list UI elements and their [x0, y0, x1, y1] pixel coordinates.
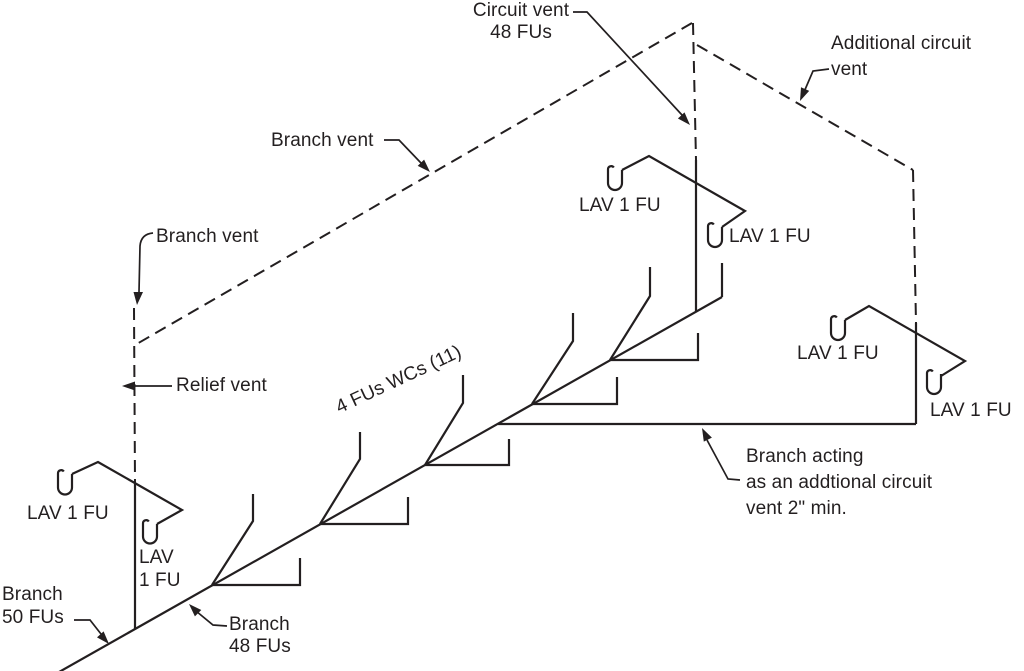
lav-right-lower-label: LAV 1 FU [930, 400, 1012, 421]
relief-vent-arrowhead [122, 381, 135, 391]
lav-right-roof-line [844, 304, 968, 377]
branch-vent-lower-arrowhead [133, 292, 143, 305]
branch-vent-upper-arrowhead [417, 159, 430, 172]
wc-riser-1 [211, 494, 255, 586]
circuit-vent-dashed-line [692, 22, 697, 161]
branch-vent-dashed-line [134, 22, 693, 346]
trap-left-lower-icon [141, 519, 159, 545]
circuit-vent-leader [573, 11, 683, 116]
arrowheads [97, 87, 810, 644]
lav-mid-lower-label: LAV 1 FU [729, 226, 811, 247]
lav-left-roof-line [71, 460, 185, 525]
trap-mid-upper-icon [606, 165, 624, 192]
branch-50-leader [74, 619, 102, 635]
branch-vent-upper-leader [384, 139, 422, 164]
trap-mid-lower-icon [706, 222, 724, 249]
relief-vent-dashed-line [133, 307, 136, 484]
branch-acting-leader [706, 439, 741, 481]
solid-piping [56, 154, 968, 671]
lav-mid-roof-line [621, 154, 748, 228]
branch-48-fus-label: Branch 48 FUs [229, 614, 291, 657]
wc-fixture-3 [425, 439, 511, 467]
branch-vent-lower-leader [138, 232, 154, 293]
trap-right-upper-icon [829, 315, 847, 342]
circuit-vent-arrowhead [677, 112, 690, 125]
wc-riser-2 [319, 432, 362, 525]
additional-circuit-vent-arrowhead [800, 87, 810, 101]
branch-vent-upper-label: Branch vent [271, 130, 374, 151]
branch-acting-label: Branch acting as an addtional circuit ve… [746, 446, 933, 519]
main-branch-line [58, 296, 723, 671]
wc-fixture-2 [320, 497, 410, 526]
relief-vent-label: Relief vent [176, 375, 267, 396]
trap-right-lower-icon [925, 369, 943, 396]
lav-left-upper-label: LAV 1 FU [27, 503, 109, 524]
wc-fixture-5 [610, 333, 700, 362]
lav-right-upper-label: LAV 1 FU [797, 343, 879, 364]
additional-circuit-vent-leader [803, 68, 830, 93]
branch-vent-lower-label: Branch vent [156, 226, 259, 247]
wc-fixture-1 [212, 558, 302, 587]
branch-acting-arrowhead [702, 428, 712, 442]
lav-left-lower-label: LAV 1 FU [139, 547, 181, 591]
right-vent-dashed-line [912, 169, 917, 324]
dashed-vent-piping [133, 22, 917, 484]
branch-50-fus-label: Branch 50 FUs [2, 584, 64, 628]
lav-mid-upper-label: LAV 1 FU [579, 195, 661, 216]
leader-lines [74, 11, 830, 635]
branch-48-arrowhead [189, 604, 202, 617]
wc-riser-3 [424, 375, 465, 466]
branch-50-arrowhead [97, 631, 109, 644]
wc-riser-4 [531, 313, 575, 405]
circuit-vent-label: Circuit vent 48 FUs [472, 0, 570, 43]
additional-circuit-vent-label: Additional circuit vent [831, 33, 972, 80]
wc-fixture-4 [532, 377, 619, 406]
branch-48-leader [195, 610, 228, 627]
trap-left-upper-icon [56, 469, 74, 496]
additional-circuit-vent-dashed-line [696, 44, 914, 171]
wc-riser-5 [609, 267, 652, 361]
